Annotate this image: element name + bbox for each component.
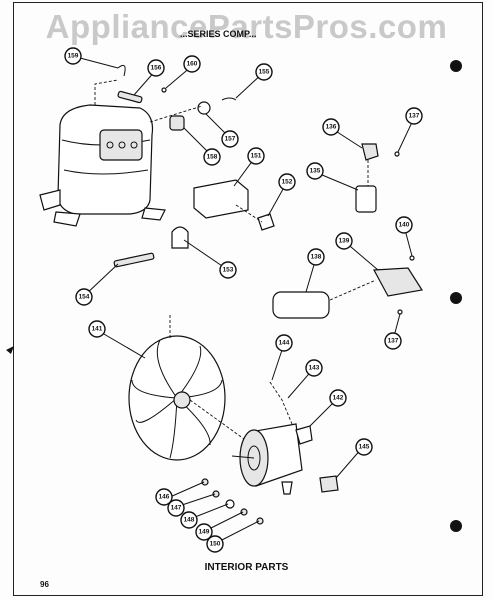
callout-154: 154 — [75, 288, 93, 306]
callout-136: 136 — [322, 118, 340, 136]
clip-159-drawing — [117, 64, 126, 77]
edge-mark — [6, 346, 14, 354]
svg-text:144: 144 — [279, 340, 290, 347]
callout-147: 147 — [167, 499, 185, 517]
svg-text:135: 135 — [310, 168, 321, 175]
callout-138: 138 — [307, 248, 325, 266]
callout-151: 151 — [247, 147, 265, 165]
watermark: AppliancePartsPros.com — [45, 8, 448, 45]
callout-160: 160 — [183, 55, 201, 73]
svg-text:155: 155 — [259, 69, 270, 76]
callout-143: 143 — [305, 359, 323, 377]
svg-text:139: 139 — [339, 238, 350, 245]
svg-text:152: 152 — [282, 179, 293, 186]
svg-text:156: 156 — [151, 65, 162, 72]
callout-159: 159 — [64, 47, 82, 65]
screw-160-drawing — [161, 87, 167, 93]
svg-text:149: 149 — [199, 529, 210, 536]
svg-text:157: 157 — [225, 136, 236, 143]
compressor-drawing — [39, 104, 166, 227]
callout-140: 140 — [395, 216, 413, 234]
fan-motor-142-drawing — [231, 423, 313, 495]
callout-149: 149 — [195, 523, 213, 541]
clip-152-drawing — [257, 213, 275, 231]
pin-156-drawing — [117, 90, 143, 104]
callout-150: 150 — [206, 535, 224, 553]
binder-hole-top — [450, 60, 462, 72]
callout-144: 144 — [275, 334, 293, 352]
binder-hole-bottom — [450, 520, 462, 532]
grommet-158-drawing — [169, 115, 185, 131]
svg-text:141: 141 — [92, 326, 103, 333]
callout-156: 156 — [147, 59, 165, 77]
callout-157: 157 — [221, 130, 239, 148]
screw-137-bottom-drawing — [397, 309, 403, 315]
svg-text:138: 138 — [311, 254, 322, 261]
svg-text:142: 142 — [333, 395, 344, 402]
svg-text:158: 158 — [207, 154, 218, 161]
svg-text:136: 136 — [326, 124, 337, 131]
callout-146: 146 — [155, 488, 173, 506]
callout-148: 148 — [180, 511, 198, 529]
callout-141: 141 — [88, 320, 106, 338]
callout-158: 158 — [203, 148, 221, 166]
svg-text:147: 147 — [171, 505, 182, 512]
screw-140-drawing — [409, 255, 415, 261]
washer-157-drawing — [197, 101, 211, 115]
svg-text:160: 160 — [187, 61, 198, 68]
svg-text:137: 137 — [388, 338, 399, 345]
spring-155-drawing — [221, 97, 237, 101]
hardware-parts-drawing — [201, 478, 264, 525]
callout-152: 152 — [278, 173, 296, 191]
callout-137-bottom: 137 — [384, 332, 402, 350]
svg-text:159: 159 — [68, 53, 79, 60]
page-number: 96 — [40, 580, 49, 589]
diagram-title: INTERIOR PARTS — [204, 562, 289, 573]
callout-139: 139 — [335, 232, 353, 250]
capacitor-138-drawing — [272, 291, 330, 319]
page-border — [13, 2, 483, 596]
svg-text:151: 151 — [251, 153, 262, 160]
relay-136-drawing — [361, 143, 379, 161]
overload-135-drawing — [355, 185, 377, 213]
svg-text:145: 145 — [359, 444, 370, 451]
callout-142: 142 — [329, 389, 347, 407]
svg-text:153: 153 — [223, 267, 234, 274]
binder-hole-middle — [450, 292, 462, 304]
svg-text:146: 146 — [159, 494, 170, 501]
screw-137-top-drawing — [394, 151, 400, 157]
svg-text:154: 154 — [79, 294, 90, 301]
callout-145: 145 — [355, 438, 373, 456]
clip-145-drawing — [319, 475, 339, 493]
callout-155: 155 — [255, 63, 273, 81]
callout-135: 135 — [306, 162, 324, 180]
svg-text:137: 137 — [409, 113, 420, 120]
callout-153: 153 — [219, 261, 237, 279]
bar-154-drawing — [113, 252, 155, 268]
bracket-151-drawing — [193, 179, 249, 219]
bracket-139-drawing — [373, 267, 423, 297]
strap-153-drawing — [171, 226, 189, 249]
header-text: ...SERIES COMP... — [180, 29, 257, 39]
svg-text:148: 148 — [184, 517, 195, 524]
fan-blade-141-drawing — [128, 335, 226, 461]
svg-text:143: 143 — [309, 365, 320, 372]
svg-text:140: 140 — [399, 222, 410, 229]
svg-text:150: 150 — [210, 541, 221, 548]
callout-137-top: 137 — [405, 107, 423, 125]
